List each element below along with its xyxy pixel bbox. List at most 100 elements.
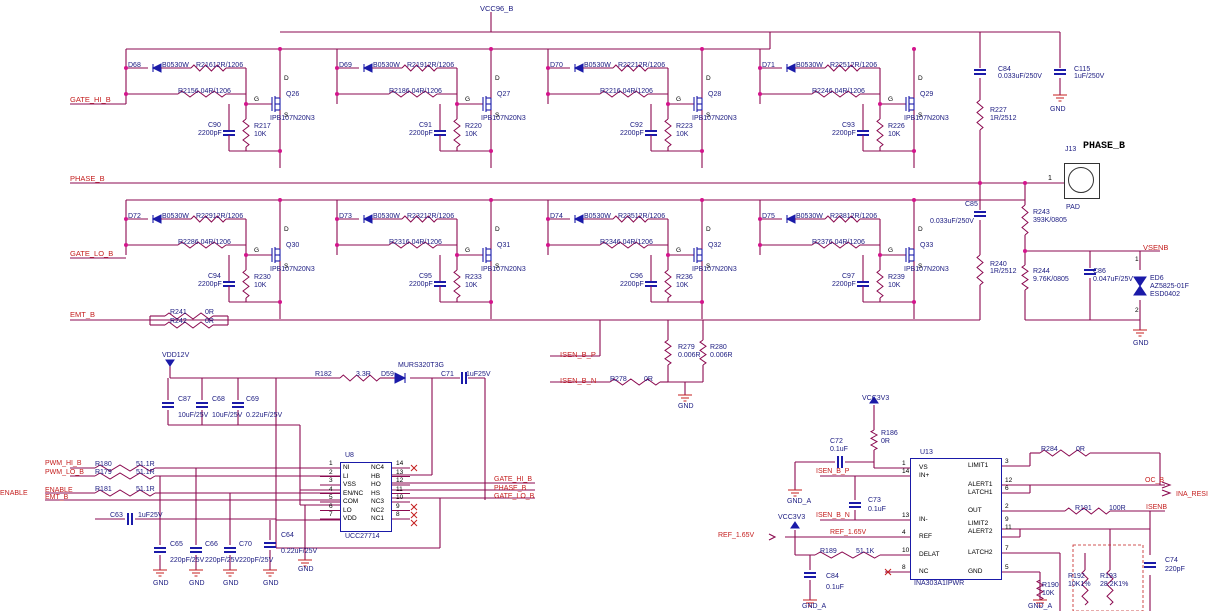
hs-2-junction-d: [700, 47, 704, 51]
u13-rpin-name-6: LATCH1: [968, 489, 993, 496]
ls-0-rg-label: R2286.04R/1206: [178, 239, 231, 246]
ls-2-junction-c: [666, 253, 670, 257]
hs-0-junction-d: [278, 47, 282, 51]
hs-1-rd: [401, 64, 438, 72]
ls-1-rp-val: 10K: [465, 282, 478, 289]
hs-2-pin-g: G: [676, 96, 682, 103]
u8-rpin-name-8: NC1: [371, 515, 385, 522]
label-r244-val: 9.76K/0805: [1033, 276, 1069, 283]
hs-1-pin-g: G: [465, 96, 471, 103]
hs-0-rd-label: R21612R/1206: [196, 62, 244, 69]
label-r191-val: 100R: [1109, 505, 1126, 512]
label-r192-val: 10K1%: [1068, 581, 1091, 588]
hs-2-pin-s: S: [706, 112, 711, 119]
hs-3-q-val: IPB107N20N3: [904, 115, 949, 122]
label-r241-val: 0R: [205, 309, 214, 316]
emt-r242: [164, 321, 214, 329]
hs-0-pin-d: D: [284, 75, 289, 82]
label-gnd-a-1: GND_A: [787, 498, 812, 505]
label-c84-ina: C84: [826, 573, 839, 580]
ls-0-rp-val: 10K: [254, 282, 267, 289]
label-r240: R240: [990, 261, 1007, 268]
ls-3-rg: [811, 241, 861, 249]
label-c84-snub-val: 0.033uF/250V: [998, 73, 1042, 80]
net-label-gate-hi: GATE_HI_B: [70, 95, 111, 104]
label-r279: R279: [678, 344, 695, 351]
hs-3-cap-val: 2200pF: [832, 130, 856, 137]
hs-2-junction-c: [666, 102, 670, 106]
drv-r180: [94, 464, 156, 472]
label-c74-val: 220pF: [1165, 566, 1185, 573]
u13-rpin-num-3: 3: [1005, 458, 1009, 465]
label-r280-val: 0.006R: [710, 352, 733, 359]
label-r190: R190: [1042, 582, 1059, 589]
ls-0-junction-e: [278, 300, 282, 304]
ref-arrow: [768, 533, 777, 541]
ls-0-cap-ref: C94: [208, 273, 221, 280]
ls-2-diode-body: [573, 214, 584, 224]
hs-1-junction-e: [489, 149, 493, 153]
ls-1-junction-b: [335, 243, 339, 247]
u8-lpin-name-7: VDD: [343, 515, 357, 522]
hs-0-pin-g: G: [254, 96, 260, 103]
u13-rpin-name-7: LATCH2: [968, 549, 993, 556]
u8-lpin-name-2: LI: [343, 472, 349, 480]
label-c85-val: 0.033uF/250V: [930, 218, 974, 225]
net-label-enable: ENABLE: [45, 487, 73, 494]
label-r179: R179: [95, 469, 112, 476]
label-d59-val: MURS320T3G: [398, 362, 444, 369]
label-c84-ina-val: 0.1uF: [826, 584, 844, 591]
ls-0-junction-b: [124, 243, 128, 247]
ls-1-junction-e: [489, 300, 493, 304]
hs-3-d-val: B0530W: [796, 62, 823, 69]
ina-r284: [1039, 449, 1091, 457]
label-c66-val: 220pF/25V: [205, 557, 240, 564]
label-r278: R278: [610, 376, 627, 383]
driver-ic-u8: [340, 462, 392, 532]
ls-2-cap-val: 2200pF: [620, 281, 644, 288]
label-r242-val: 0R: [205, 318, 214, 325]
label-c64-val: 0.22uF/25V: [281, 548, 318, 555]
ls-3-d-ref: D75: [762, 213, 775, 220]
u8-lpin-num-6: 6: [329, 502, 333, 510]
ls-2-d-val: B0530W: [584, 213, 611, 220]
ls-1-cap-ref: C95: [419, 273, 432, 280]
ls-1-rp-ref: R233: [465, 274, 482, 281]
label-c65: C65: [170, 541, 183, 548]
label-r180-val: 51.1R: [136, 461, 155, 468]
label-r180: R180: [95, 461, 112, 468]
label-c65-val: 220pF/25V: [170, 557, 205, 564]
vcc3v3-arrow-b: [790, 521, 800, 529]
label-c66: C66: [205, 541, 218, 548]
u13-rpin-name-9: LIMIT2: [968, 520, 989, 527]
ls-3-q-val: IPB107N20N3: [904, 266, 949, 273]
hs-0-d-ref: D68: [128, 62, 141, 69]
hs-0-rg: [177, 90, 227, 98]
label-j13-pin: 1: [1048, 175, 1052, 182]
u8-lpin-name-4: EN/NC: [343, 489, 364, 497]
u13-lpin-name-14: IN+: [919, 472, 930, 479]
ls-3-d-val: B0530W: [796, 213, 823, 220]
hs-2-cap-val: 2200pF: [620, 130, 644, 137]
u8-rpin-name-10: NC3: [371, 498, 385, 505]
vs-junction-mid: [1023, 249, 1027, 253]
dynamic-symbols: [94, 47, 1172, 607]
esd-tvs-top: [1133, 276, 1147, 287]
label-r227-val: 1R/2512: [990, 115, 1017, 122]
ls-1-d-ref: D73: [339, 213, 352, 220]
u13-lpin-num-13: 13: [902, 512, 910, 519]
net-label-vcc3v3-b: VCC3V3: [778, 514, 806, 521]
label-c87: C87: [178, 396, 191, 403]
label-r284-val: 0R: [1076, 446, 1085, 453]
drv-gnd-label-5: GND: [298, 566, 314, 573]
ls-2-junction-d: [700, 198, 704, 202]
emt-r241: [164, 312, 214, 320]
ina-nc-mark-b: [884, 568, 892, 576]
hs-0-junction-e: [278, 149, 282, 153]
ina-r191: [1064, 507, 1111, 515]
ls-3-pin-s: S: [918, 263, 923, 270]
hs-1-cap-val: 2200pF: [409, 130, 433, 137]
vs-r244: [1021, 264, 1029, 291]
label-c86-val: 0.047uF/25V: [1093, 276, 1134, 283]
hs-0-junction-b: [124, 92, 128, 96]
